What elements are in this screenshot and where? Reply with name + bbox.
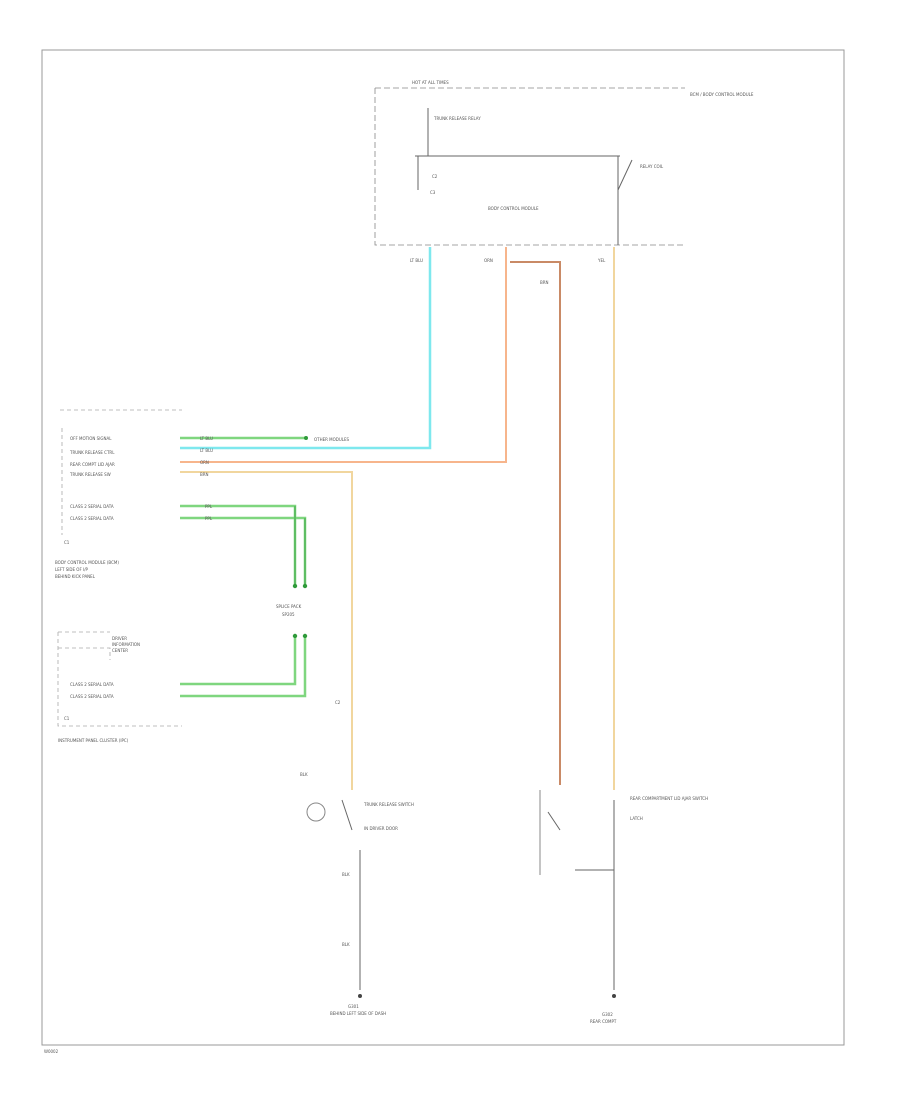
wire-c3-label: ORN	[200, 460, 209, 465]
signal3-label: REAR COMPT LID AJAR	[70, 462, 115, 467]
right-switch-label2: LATCH	[630, 816, 643, 821]
ground-right-label2: REAR COMPT	[590, 1019, 617, 1024]
module-right-label: BCM / BODY CONTROL MODULE	[690, 92, 754, 97]
splice-dot-4	[302, 633, 308, 639]
splice-dot-1	[292, 583, 298, 589]
splice-dot-2	[302, 583, 308, 589]
wire-top2-label: ORN	[484, 258, 493, 263]
left-switch-lamp	[306, 802, 326, 822]
wire-green-cluster1	[180, 638, 297, 686]
ground-right-label: G302	[602, 1012, 613, 1017]
right-switch-arm	[547, 811, 561, 831]
relay-name-label: TRUNK RELEASE RELAY	[433, 116, 481, 121]
figure-id: W0002	[44, 1049, 59, 1054]
diagram-frame	[41, 49, 845, 1046]
module-left-caption: BODY CONTROL MODULE (BCM)	[55, 560, 119, 565]
wire-orange	[180, 247, 507, 463]
module-name-label: BODY CONTROL MODULE	[488, 206, 539, 211]
pin-a-label: C1	[64, 540, 70, 545]
cluster-data1-label: CLASS 2 SERIAL DATA	[70, 682, 114, 687]
connector-c2-label: C2	[432, 174, 438, 179]
wire-blk2-label: BLK	[342, 872, 350, 877]
cluster-data2-label: CLASS 2 SERIAL DATA	[70, 694, 114, 699]
ground-left-label2: BEHIND LEFT SIDE OF DASH	[330, 1011, 386, 1016]
top-fuse-label: HOT AT ALL TIMES	[412, 80, 449, 85]
module-box-left	[60, 409, 182, 535]
left-switch-label: TRUNK RELEASE SWITCH	[363, 802, 414, 807]
wire-green-data2	[180, 516, 307, 585]
other-modules-label: OTHER MODULES	[314, 437, 350, 442]
right-switch-label: REAR COMPARTMENT LID AJAR SWITCH	[630, 796, 708, 801]
wire-top1-label: LT BLU	[410, 258, 423, 263]
wire-brown	[510, 261, 561, 785]
ground-left-label: G301	[348, 1004, 359, 1009]
wire-c4-label: BRN	[200, 472, 209, 477]
splice-label2: SP205	[282, 612, 295, 617]
wire-d1-label: PPL	[205, 504, 213, 509]
pin-b-label: C1	[64, 716, 70, 721]
data-junction-dot	[304, 436, 308, 440]
wire-c1-label: LT BLU	[200, 436, 213, 441]
module-box-top	[374, 87, 685, 246]
left-switch-connector: C2	[335, 700, 341, 705]
cluster-box2: INFORMATION	[112, 642, 140, 647]
data-circuit2-label: CLASS 2 SERIAL DATA	[70, 516, 114, 521]
module-left-caption3: BEHIND KICK PANEL	[55, 574, 96, 579]
wire-top3-label: BRN	[540, 280, 549, 285]
cluster-caption: INSTRUMENT PANEL CLUSTER (IPC)	[58, 738, 129, 743]
wire-d2-label: PPL	[205, 516, 213, 521]
relay-switch-arm	[617, 159, 633, 191]
cluster-box3: CENTER	[112, 648, 128, 653]
splice-label: SPLICE PACK	[276, 604, 302, 609]
connector-c3-label: C3	[430, 190, 436, 195]
wire-blk1-label: BLK	[300, 772, 308, 777]
wire-yellow-left	[180, 471, 353, 790]
right-ground-dot	[612, 994, 616, 998]
signal2-label: TRUNK RELEASE CTRL	[69, 450, 115, 455]
relay-coil-label: RELAY COIL	[640, 164, 664, 169]
signal4-label: TRUNK RELEASE SW	[69, 472, 111, 477]
cluster-box1: DRIVER	[112, 636, 127, 641]
wire-c2-label: LT BLU	[200, 448, 213, 453]
wire-lt-blue	[180, 247, 432, 450]
left-switch-arm	[341, 799, 353, 831]
left-switch-label2: IN DRIVER DOOR	[364, 826, 398, 831]
wire-green-cluster2	[180, 638, 307, 698]
cluster-box	[57, 631, 182, 727]
module-left-caption2: LEFT SIDE OF I/P	[55, 567, 89, 572]
left-ground-dot	[358, 994, 362, 998]
data-circuit1-label: CLASS 2 SERIAL DATA	[70, 504, 114, 509]
signal1-label: OFF MOTION SIGNAL	[70, 436, 112, 441]
splice-dot-3	[292, 633, 298, 639]
wire-top4-label: YEL	[597, 258, 606, 263]
wire-blk3-label: BLK	[342, 942, 350, 947]
